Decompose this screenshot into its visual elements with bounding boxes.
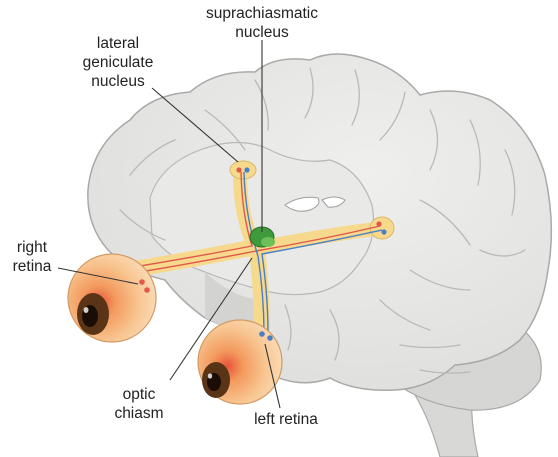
label-line: retina	[2, 257, 62, 276]
label-lateral-geniculate-nucleus: lateral geniculate nucleus	[66, 34, 170, 91]
label-line: nucleus	[194, 23, 330, 42]
label-line: geniculate	[66, 53, 170, 72]
label-line: left retina	[236, 410, 336, 429]
lgn-dot-red	[236, 167, 241, 172]
label-left-retina: left retina	[236, 410, 336, 429]
label-right-retina: right retina	[2, 238, 62, 276]
label-line: lateral	[66, 34, 170, 53]
label-line: optic	[104, 385, 174, 404]
target-dot-red	[376, 221, 381, 226]
label-line: chiasm	[104, 404, 174, 423]
label-line: nucleus	[66, 72, 170, 91]
label-optic-chiasm: optic chiasm	[104, 385, 174, 423]
label-suprachiasmatic-nucleus: suprachiasmatic nucleus	[194, 4, 330, 42]
lgn-dot-blue	[244, 167, 249, 172]
label-line: right	[2, 238, 62, 257]
label-line: suprachiasmatic	[194, 4, 330, 23]
target-dot-blue	[381, 229, 386, 234]
right-eye	[68, 254, 156, 342]
